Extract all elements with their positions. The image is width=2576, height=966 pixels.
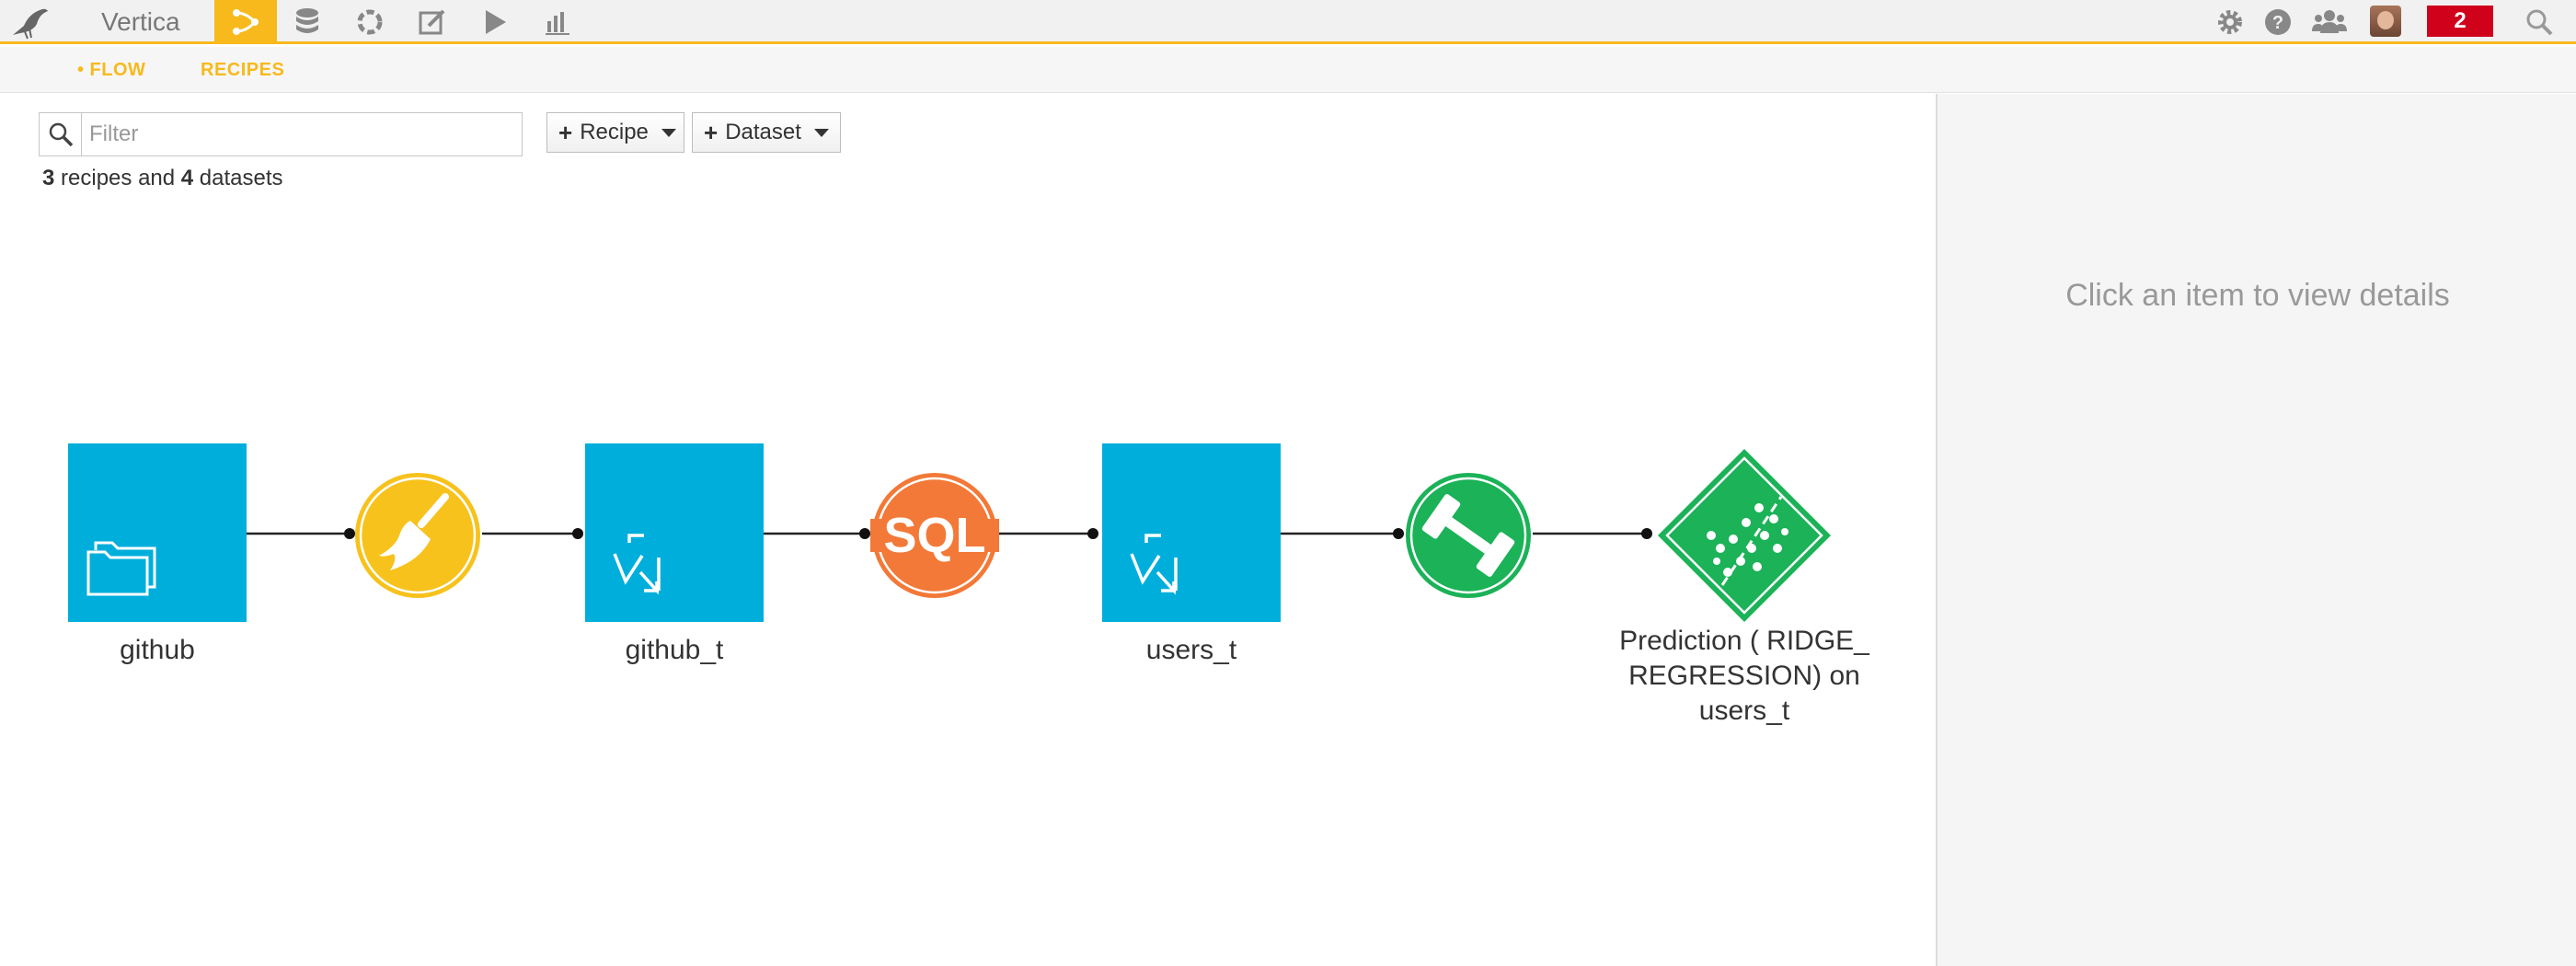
datasets-text: datasets <box>193 166 283 190</box>
recipes-text: recipes and <box>54 166 181 190</box>
dataset-label[interactable]: users_t <box>1145 635 1237 665</box>
filter-input[interactable] <box>89 119 512 150</box>
recipe-train[interactable] <box>1404 471 1533 600</box>
svg-text:?: ? <box>2272 13 2283 33</box>
flow-edges <box>247 528 1652 539</box>
tab-flow[interactable]: • FLOW <box>77 60 146 80</box>
recipe-sql[interactable]: SQL <box>870 471 999 600</box>
help-icon[interactable]: ? <box>2260 4 2296 40</box>
plus-icon: + <box>704 118 719 146</box>
add-recipe-label: Recipe <box>580 120 649 144</box>
plus-icon: + <box>558 118 573 146</box>
prediction-model-icon <box>1658 449 1831 622</box>
model-label[interactable]: Prediction ( RIDGE_ REGRESSION) on users… <box>1597 624 1892 729</box>
caret-down-icon <box>813 128 829 137</box>
notebooks-icon[interactable] <box>401 0 464 44</box>
dataset-github[interactable] <box>68 443 247 622</box>
dataset-users-t[interactable] <box>1102 443 1281 622</box>
project-name[interactable]: Vertica <box>101 7 180 36</box>
user-avatar[interactable] <box>2370 6 2401 37</box>
saved-model[interactable] <box>1656 447 1833 624</box>
folder-icon <box>86 541 156 596</box>
search-icon <box>40 113 82 155</box>
flow-icon[interactable] <box>214 0 277 44</box>
datasets-count: 4 <box>180 166 194 190</box>
dumbbell-icon <box>1406 473 1531 598</box>
dataset-label[interactable]: github <box>120 635 195 665</box>
gear-icon[interactable] <box>2212 4 2248 40</box>
vertica-icon <box>613 534 661 595</box>
broom-icon <box>355 473 480 598</box>
jobs-icon[interactable] <box>464 0 526 44</box>
dataset-label[interactable]: github_t <box>625 635 724 665</box>
recipes-icon[interactable] <box>339 0 401 44</box>
caret-down-icon <box>661 128 676 137</box>
details-panel: Click an item to view details <box>1936 94 2576 966</box>
model-label-line1: Prediction ( RIDGE_ <box>1619 626 1869 656</box>
recipes-count: 3 <box>42 166 55 190</box>
sub-navbar: • FLOW RECIPES <box>0 47 2576 93</box>
sql-label: SQL <box>883 508 986 563</box>
dataiku-bird-logo[interactable] <box>9 4 53 40</box>
top-navbar: Vertica <box>0 0 2576 44</box>
sql-icon <box>870 473 999 598</box>
datasets-icon[interactable] <box>276 0 339 44</box>
notification-badge[interactable]: 2 <box>2427 6 2493 37</box>
model-label-line3: users_t <box>1698 696 1790 726</box>
add-recipe-button[interactable]: + Recipe <box>546 112 684 153</box>
flow-canvas[interactable]: github github_t SQL u <box>0 0 1932 966</box>
details-hint: Click an item to view details <box>2065 278 2450 313</box>
add-dataset-label: Dataset <box>725 120 801 144</box>
dashboards-icon[interactable] <box>526 0 589 44</box>
users-icon[interactable] <box>2311 4 2348 40</box>
flow-summary: 3 recipes and 4 datasets <box>42 166 283 191</box>
add-dataset-button[interactable]: + Dataset <box>692 112 841 153</box>
filter-box <box>39 112 523 156</box>
model-label-line2: REGRESSION) on <box>1628 661 1860 691</box>
vertica-icon <box>1130 534 1178 595</box>
recipe-prepare[interactable] <box>353 471 482 600</box>
dataset-github-t[interactable] <box>585 443 764 622</box>
tab-recipes[interactable]: RECIPES <box>201 60 285 80</box>
search-icon[interactable] <box>2521 4 2558 40</box>
